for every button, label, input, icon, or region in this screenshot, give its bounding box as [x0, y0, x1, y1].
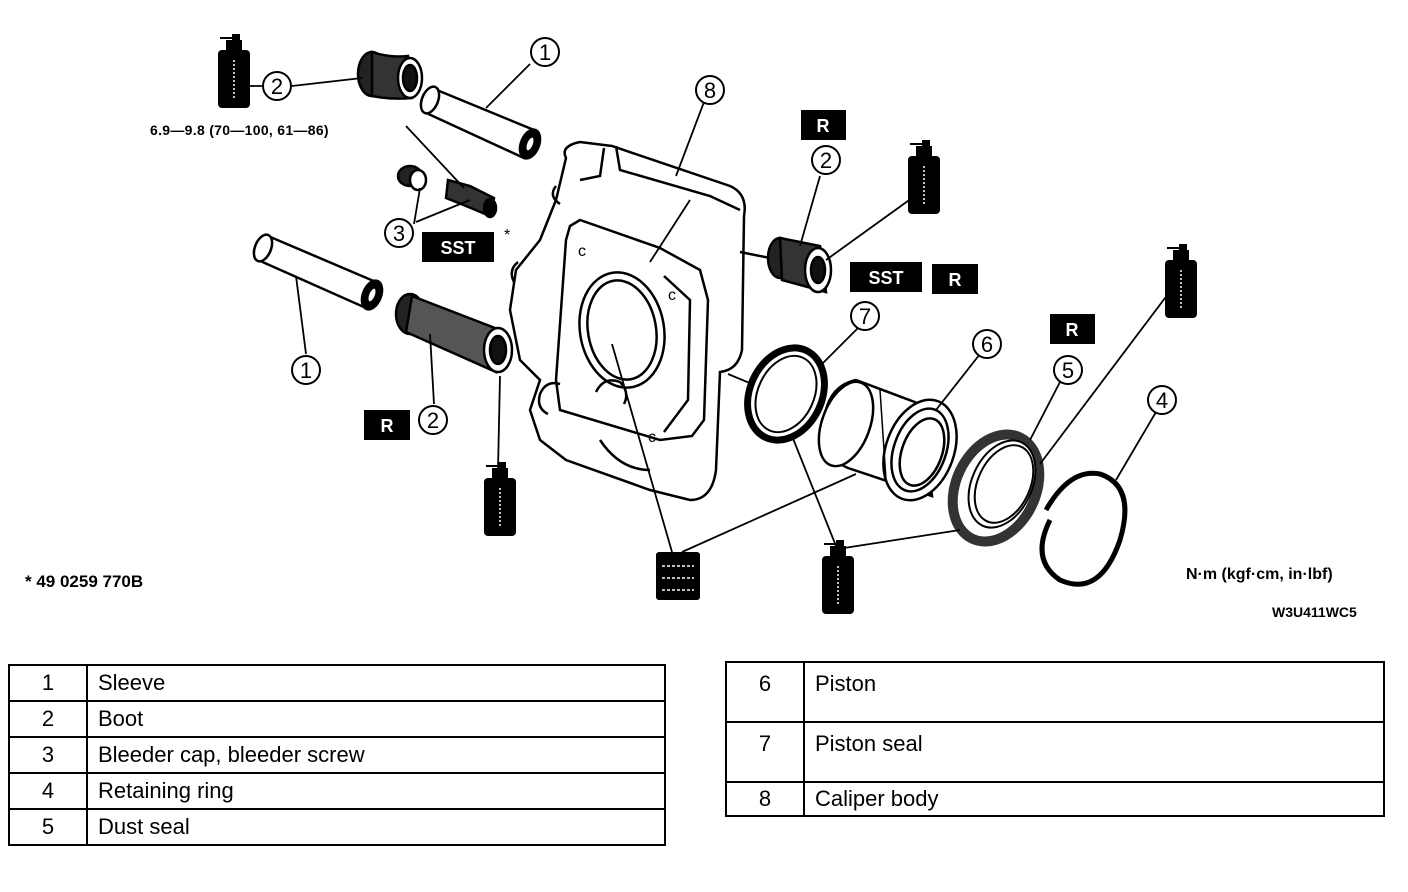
brake-fluid-can-icon — [656, 552, 700, 600]
svg-text:c: c — [578, 243, 586, 260]
part-number: 5 — [8, 808, 88, 846]
dust-seal-drawing — [947, 429, 1045, 547]
grease-tube-icon — [907, 139, 941, 215]
boot-lower-drawing — [394, 292, 514, 374]
bleeder-drawing — [396, 164, 498, 219]
grease-tube-icon — [483, 461, 517, 537]
svg-text:R: R — [1066, 320, 1079, 340]
part-name: Dust seal — [86, 808, 666, 846]
torque-spec: 6.9—9.8 (70—100, 61—86) — [150, 122, 329, 138]
svg-text:1: 1 — [539, 40, 551, 65]
svg-text:c: c — [648, 429, 656, 446]
sleeve-lower-drawing — [252, 233, 384, 311]
replace-tag: R — [932, 264, 978, 294]
svg-text:6: 6 — [981, 332, 993, 357]
callout-sleeve-upper: 1 — [530, 37, 560, 67]
torque-units: N·m (kgf·cm, in·lbf) — [1186, 566, 1333, 583]
svg-text:5: 5 — [1062, 358, 1074, 383]
svg-text:2: 2 — [271, 74, 283, 99]
svg-text:2: 2 — [427, 408, 439, 433]
callout-sleeve-lower: 1 — [291, 355, 321, 385]
replace-tag: R — [364, 410, 410, 440]
grease-tube-icon — [1164, 243, 1198, 319]
sst-tag: SST — [422, 232, 494, 262]
sst-tag: SST — [850, 262, 922, 292]
caliper-body-drawing: c c c — [508, 140, 771, 502]
svg-text:c: c — [668, 287, 676, 304]
callout-boot-right: 2 — [811, 145, 841, 175]
callout-piston: 6 — [972, 329, 1002, 359]
boot-upper-drawing — [356, 50, 424, 100]
part-number: 4 — [8, 772, 88, 810]
svg-text:SST: SST — [440, 238, 475, 258]
piston-seal-drawing — [744, 344, 828, 444]
grease-tube-icon — [217, 33, 251, 109]
retaining-ring-drawing — [1039, 470, 1128, 587]
boot-right-drawing — [766, 236, 833, 294]
part-name: Piston seal — [803, 721, 1385, 783]
part-number: 8 — [725, 781, 805, 817]
grease-tube-icon — [821, 539, 855, 615]
callout-boot-lower: 2 — [418, 405, 448, 435]
replace-tag: R — [801, 110, 846, 140]
part-number: 3 — [8, 736, 88, 774]
svg-text:R: R — [381, 416, 394, 436]
part-name: Caliper body — [803, 781, 1385, 817]
table-row: 5 Dust seal — [8, 808, 666, 846]
sleeve-upper-drawing — [419, 85, 542, 160]
table-row: 3 Bleeder cap, bleeder screw — [8, 736, 666, 774]
callout-bleeder: 3 — [384, 218, 414, 248]
part-number: 2 — [8, 700, 88, 738]
part-name: Piston — [803, 661, 1385, 723]
figure-code: W3U411WC5 — [1272, 604, 1357, 620]
asterisk-mark: * — [504, 227, 510, 244]
part-name: Bleeder cap, bleeder screw — [86, 736, 666, 774]
callout-boot-upper-left: 2 — [262, 71, 292, 101]
sst-reference: * 49 0259 770B — [25, 572, 144, 591]
svg-text:R: R — [949, 270, 962, 290]
table-row: 6 Piston — [725, 661, 1385, 723]
svg-text:7: 7 — [859, 304, 871, 329]
table-row: 1 Sleeve — [8, 664, 666, 702]
table-row: 2 Boot — [8, 700, 666, 738]
part-number: 1 — [8, 664, 88, 702]
svg-text:3: 3 — [393, 221, 405, 246]
part-name: Retaining ring — [86, 772, 666, 810]
exploded-view-diagram: c c c — [217, 33, 1198, 615]
svg-text:8: 8 — [704, 78, 716, 103]
table-row: 4 Retaining ring — [8, 772, 666, 810]
parts-table-right: 6 Piston 7 Piston seal 8 Caliper body — [725, 661, 1385, 817]
part-number: 6 — [725, 661, 805, 723]
table-row: 8 Caliper body — [725, 781, 1385, 817]
replace-tag: R — [1050, 314, 1095, 344]
callout-retaining-ring: 4 — [1147, 385, 1177, 415]
parts-table-left: 1 Sleeve 2 Boot 3 Bleeder cap, bleeder s… — [8, 664, 666, 846]
callout-dust-seal: 5 — [1053, 355, 1083, 385]
leader-lines — [236, 63, 1169, 553]
part-name: Boot — [86, 700, 666, 738]
svg-text:R: R — [817, 116, 830, 136]
svg-text:2: 2 — [820, 148, 832, 173]
part-number: 7 — [725, 721, 805, 783]
part-name: Sleeve — [86, 664, 666, 702]
svg-text:4: 4 — [1156, 388, 1168, 413]
callout-caliper-body: 8 — [695, 75, 725, 105]
callout-piston-seal: 7 — [850, 301, 880, 331]
piston-drawing — [817, 378, 958, 502]
table-row: 7 Piston seal — [725, 721, 1385, 783]
svg-text:SST: SST — [868, 268, 903, 288]
svg-text:1: 1 — [300, 358, 312, 383]
